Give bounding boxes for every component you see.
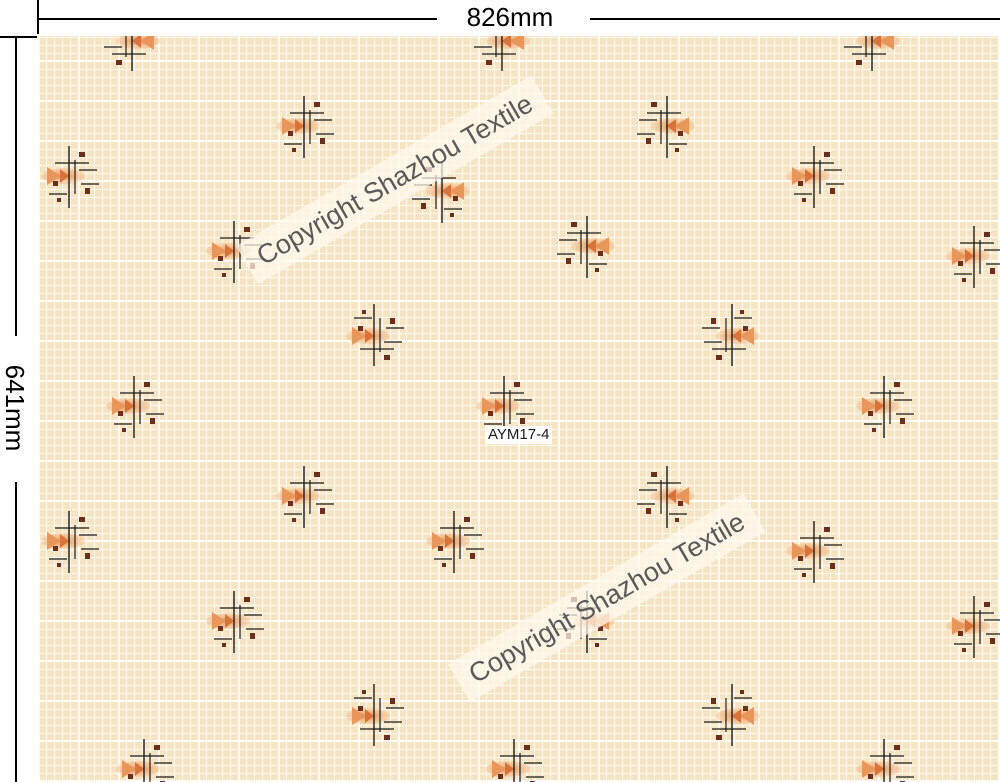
geometric-bird-icon: [275, 95, 335, 159]
geometric-bird-icon: [636, 465, 696, 529]
geometric-bird-icon: [115, 738, 175, 782]
geometric-bird-icon: [785, 145, 845, 209]
geometric-bird-icon: [636, 95, 696, 159]
width-dimension-line-left: [37, 18, 437, 20]
geometric-bird-icon: [785, 520, 845, 584]
width-dimension-tick-left: [37, 0, 39, 34]
geometric-bird-icon: [701, 683, 761, 747]
geometric-bird-icon: [101, 36, 161, 72]
geometric-bird-icon: [40, 145, 100, 209]
geometric-bird-icon: [40, 510, 100, 574]
geometric-bird-icon: [701, 303, 761, 367]
geometric-bird-icon: [945, 595, 1000, 659]
fabric-swatch: AYM17-4 Copyright Shazhou Textile Copyri…: [38, 36, 1000, 782]
geometric-bird-icon: [425, 510, 485, 574]
geometric-bird-icon: [345, 683, 405, 747]
width-dimension-line-right: [590, 18, 1000, 20]
height-dimension-line-bottom: [15, 482, 17, 782]
height-dimension-line-top: [15, 36, 17, 336]
geometric-bird-icon: [855, 375, 915, 439]
geometric-bird-icon: [841, 36, 901, 72]
geometric-bird-icon: [471, 36, 531, 72]
geometric-bird-icon: [275, 465, 335, 529]
geometric-bird-icon: [105, 375, 165, 439]
geometric-bird-icon: [945, 225, 1000, 289]
geometric-bird-icon: [556, 215, 616, 279]
geometric-bird-icon: [345, 303, 405, 367]
height-dimension-label: 641mm: [0, 364, 30, 452]
geometric-bird-icon: [855, 738, 915, 782]
geometric-bird-icon: [485, 738, 545, 782]
geometric-bird-icon: [205, 590, 265, 654]
design-code-label: AYM17-4: [485, 426, 553, 444]
height-dimension-tick-top: [0, 36, 37, 38]
width-dimension-label: 826mm: [466, 2, 554, 32]
